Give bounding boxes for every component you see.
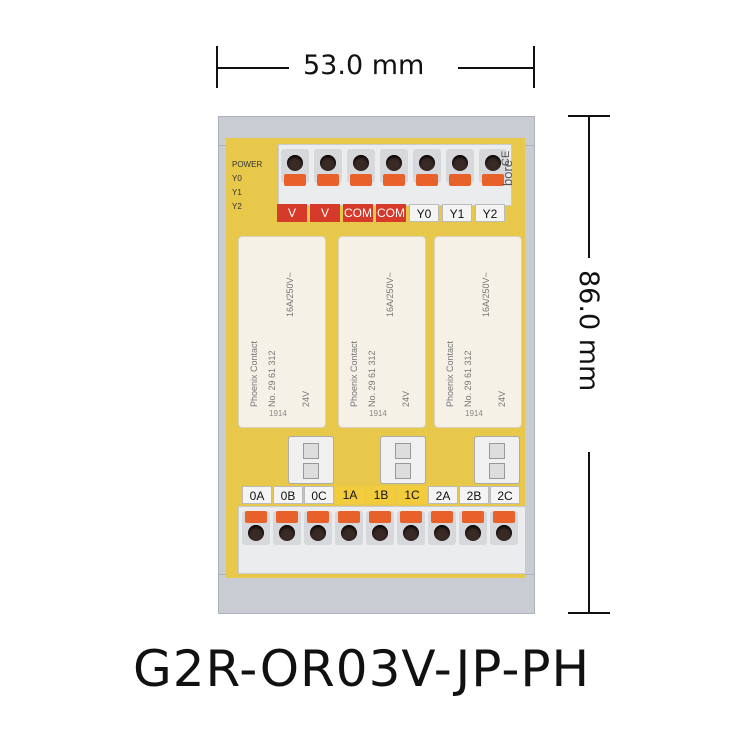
top-label-1: V bbox=[277, 204, 307, 222]
height-dim-bottom-tick bbox=[568, 612, 610, 614]
width-dim-line-left bbox=[217, 67, 289, 69]
width-dim-line-right bbox=[458, 67, 534, 69]
relay-3-brand: Phoenix Contact bbox=[445, 340, 455, 407]
jumper-connector-1[interactable] bbox=[288, 436, 334, 484]
relay-3-part: No. 29 61 312 bbox=[463, 350, 473, 407]
height-dim-line-top bbox=[588, 116, 590, 258]
bottom-terminal-3[interactable] bbox=[304, 511, 332, 545]
relay-3-date: 1914 bbox=[465, 409, 483, 418]
bottom-terminal-1[interactable] bbox=[242, 511, 270, 545]
top-terminal-block bbox=[278, 144, 512, 206]
bottom-terminal-7[interactable] bbox=[428, 511, 456, 545]
relay-1-brand: Phoenix Contact bbox=[249, 340, 259, 407]
top-terminal-2[interactable] bbox=[314, 149, 342, 186]
width-dim-label: 53.0 mm bbox=[303, 50, 425, 81]
bottom-label-7: 2A bbox=[428, 486, 458, 504]
top-label-3: COM bbox=[343, 204, 373, 222]
relay-1-coil: 24V bbox=[301, 390, 311, 407]
bottom-terminal-4[interactable] bbox=[335, 511, 363, 545]
bottom-label-8: 2B bbox=[459, 486, 489, 504]
width-dim-right-tick bbox=[533, 46, 535, 88]
bottom-terminal-8[interactable] bbox=[459, 511, 487, 545]
bottom-terminal-block bbox=[238, 506, 526, 574]
relay-3-coil: 24V bbox=[497, 390, 507, 407]
din-rail-bottom-bar bbox=[218, 574, 535, 614]
bottom-label-6: 1C bbox=[397, 486, 427, 504]
bottom-label-9: 2C bbox=[490, 486, 520, 504]
top-terminal-1[interactable] bbox=[281, 149, 309, 186]
bottom-label-2: 0B bbox=[273, 486, 303, 504]
bottom-terminal-9[interactable] bbox=[490, 511, 518, 545]
relay-1-part: No. 29 61 312 bbox=[267, 350, 277, 407]
relay-2-brand: Phoenix Contact bbox=[349, 340, 359, 407]
top-label-5: Y0 bbox=[409, 204, 439, 222]
bottom-label-5: 1B bbox=[366, 486, 396, 504]
top-label-7: Y2 bbox=[475, 204, 505, 222]
jumper-connector-2[interactable] bbox=[380, 436, 426, 484]
bottom-label-4: 1A bbox=[335, 486, 365, 504]
top-label-2: V bbox=[310, 204, 340, 222]
power-led-panel: POWER Y0 Y1 Y2 bbox=[232, 158, 276, 220]
top-terminal-4[interactable] bbox=[380, 149, 408, 186]
led-label-power: POWER bbox=[232, 160, 263, 169]
led-label-y1: Y1 bbox=[232, 188, 242, 197]
top-terminal-7[interactable] bbox=[479, 149, 507, 186]
relay-1-rating: 16A/250V~ bbox=[285, 272, 295, 317]
bottom-terminal-2[interactable] bbox=[273, 511, 301, 545]
model-title: G2R-OR03V-JP-PH bbox=[133, 640, 591, 698]
top-label-4: COM bbox=[376, 204, 406, 222]
bottom-label-3: 0C bbox=[304, 486, 334, 504]
relay-2-part: No. 29 61 312 bbox=[367, 350, 377, 407]
relay-2: Phoenix Contact No. 29 61 312 16A/250V~ … bbox=[338, 236, 426, 428]
jumper-connector-3[interactable] bbox=[474, 436, 520, 484]
top-terminal-5[interactable] bbox=[413, 149, 441, 186]
relay-2-date: 1914 bbox=[369, 409, 387, 418]
relay-3-rating: 16A/250V~ bbox=[481, 272, 491, 317]
led-label-y2: Y2 bbox=[232, 202, 242, 211]
bottom-terminal-6[interactable] bbox=[397, 511, 425, 545]
height-dim-line-bottom bbox=[588, 452, 590, 612]
relay-module: POWER Y0 Y1 Y2 bore CE V V COM COM Y0 Y1… bbox=[218, 116, 535, 614]
top-label-6: Y1 bbox=[442, 204, 472, 222]
top-terminal-3[interactable] bbox=[347, 149, 375, 186]
bottom-label-1: 0A bbox=[242, 486, 272, 504]
led-label-y0: Y0 bbox=[232, 174, 242, 183]
height-dim-label: 86.0 mm bbox=[573, 270, 604, 392]
relay-2-coil: 24V bbox=[401, 390, 411, 407]
bottom-terminal-5[interactable] bbox=[366, 511, 394, 545]
relay-1-date: 1914 bbox=[269, 409, 287, 418]
ce-mark: CE bbox=[500, 150, 512, 166]
top-terminal-6[interactable] bbox=[446, 149, 474, 186]
relay-3: Phoenix Contact No. 29 61 312 16A/250V~ … bbox=[434, 236, 522, 428]
relay-2-rating: 16A/250V~ bbox=[385, 272, 395, 317]
relay-1: Phoenix Contact No. 29 61 312 16A/250V~ … bbox=[238, 236, 326, 428]
